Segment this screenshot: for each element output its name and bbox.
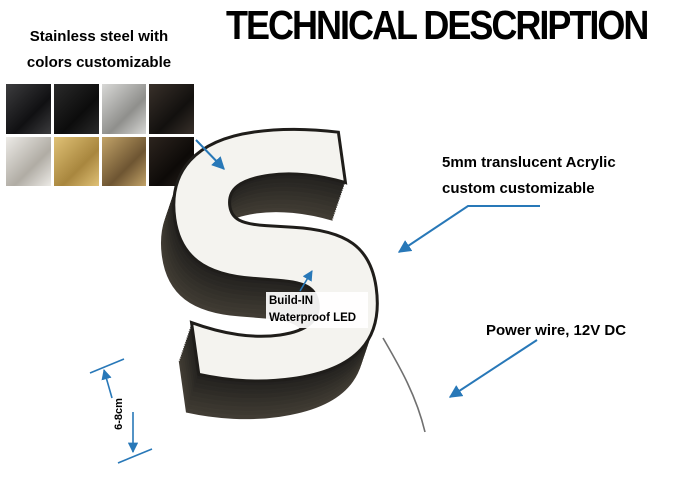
dimension-lower-tick	[117, 448, 153, 464]
led-note-line2: Waterproof LED	[269, 312, 357, 324]
stainless-note-line2: colors customizable	[26, 54, 172, 71]
led-note-line1: Build-IN	[269, 295, 314, 307]
stainless-note-line1: Stainless steel with	[29, 28, 169, 45]
swatch-gold-brass	[53, 136, 99, 186]
steel-color-swatches	[6, 84, 194, 186]
acrylic-note-line2: custom customizable	[442, 180, 595, 197]
swatch-dark-bronze	[149, 84, 194, 134]
acrylic-note: 5mm translucent Acrylic custom customiza…	[442, 150, 652, 202]
swatch-brushed-silver	[101, 84, 147, 134]
depth-dimension-label: 6-8cm	[113, 398, 125, 430]
channel-letter-s: S	[131, 53, 423, 469]
swatch-light-silver	[6, 136, 51, 186]
power-wire-note: Power wire, 12V DC	[486, 322, 627, 339]
swatch-black-reflective	[6, 84, 51, 134]
stainless-steel-note: Stainless steel with colors customizable	[8, 24, 190, 76]
swatch-dark-steel	[53, 84, 99, 134]
acrylic-leader-arrow	[397, 205, 540, 253]
led-note: Build-IN Waterproof LED	[266, 292, 368, 328]
swatch-bronze-brushed	[101, 136, 147, 186]
dimension-upper-arrow	[101, 369, 113, 399]
power-leader-arrow	[448, 339, 538, 398]
page-title: TECHNICAL DESCRIPTION	[226, 2, 649, 48]
dimension-upper-tick	[89, 358, 125, 374]
acrylic-note-line1: 5mm translucent Acrylic	[442, 154, 616, 171]
swatch-dark-textured	[149, 136, 194, 186]
